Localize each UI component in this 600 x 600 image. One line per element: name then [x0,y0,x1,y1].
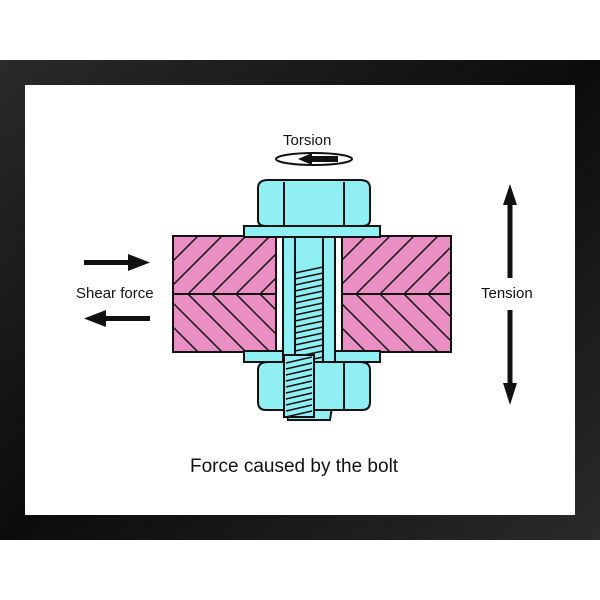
hatch-line [285,398,313,406]
hatch-line [285,362,313,370]
hatch-line [427,269,451,294]
hatch-line [294,266,324,274]
hatch-line [294,344,324,352]
hatch-line [211,294,271,352]
hatch-line [294,290,324,298]
hatch-line [285,356,313,364]
shear-arrow-left-icon [84,310,150,327]
hatch-line [285,392,313,400]
tension-label: Tension [481,285,533,302]
shear-force-label: Shear force [76,285,154,302]
hatch-line [285,374,313,382]
hatch-line [285,410,313,418]
hatch-line [187,236,247,294]
hatch-line [173,301,223,352]
hatch-line [285,380,313,388]
bolt-head [257,179,371,227]
hatch-line [294,338,324,346]
hatch-line [427,294,451,319]
hatch-line [294,278,324,286]
torsion-arrow-icon [275,152,353,166]
hatch-line [173,236,223,287]
top-washer [243,225,381,238]
hatch-line [294,272,324,280]
hatch-line [294,332,324,340]
hatch-line [285,404,313,412]
hatch-line [379,294,439,352]
hatch-line [173,236,199,263]
hatch-line [294,320,324,328]
nut [257,354,371,418]
tension-arrow-icon [503,184,517,405]
hatch-line [294,296,324,304]
torsion-label: Torsion [283,132,332,149]
diagram-caption: Force caused by the bolt [190,456,399,477]
hatch-line [294,302,324,310]
hatch-line [294,308,324,316]
hatch-line [379,236,439,294]
shear-arrow-right-icon [84,254,150,271]
hatch-line [285,386,313,394]
hatch-line [187,294,247,352]
hatch-line [355,236,415,294]
hatch-line [403,294,451,343]
hatch-line [173,325,199,352]
hatch-line [294,284,324,292]
hatch-line [211,236,271,294]
hatch-line [403,245,451,294]
hatch-line [294,314,324,322]
hatch-line [355,294,415,352]
hatch-line [294,326,324,334]
hatch-line [285,368,313,376]
